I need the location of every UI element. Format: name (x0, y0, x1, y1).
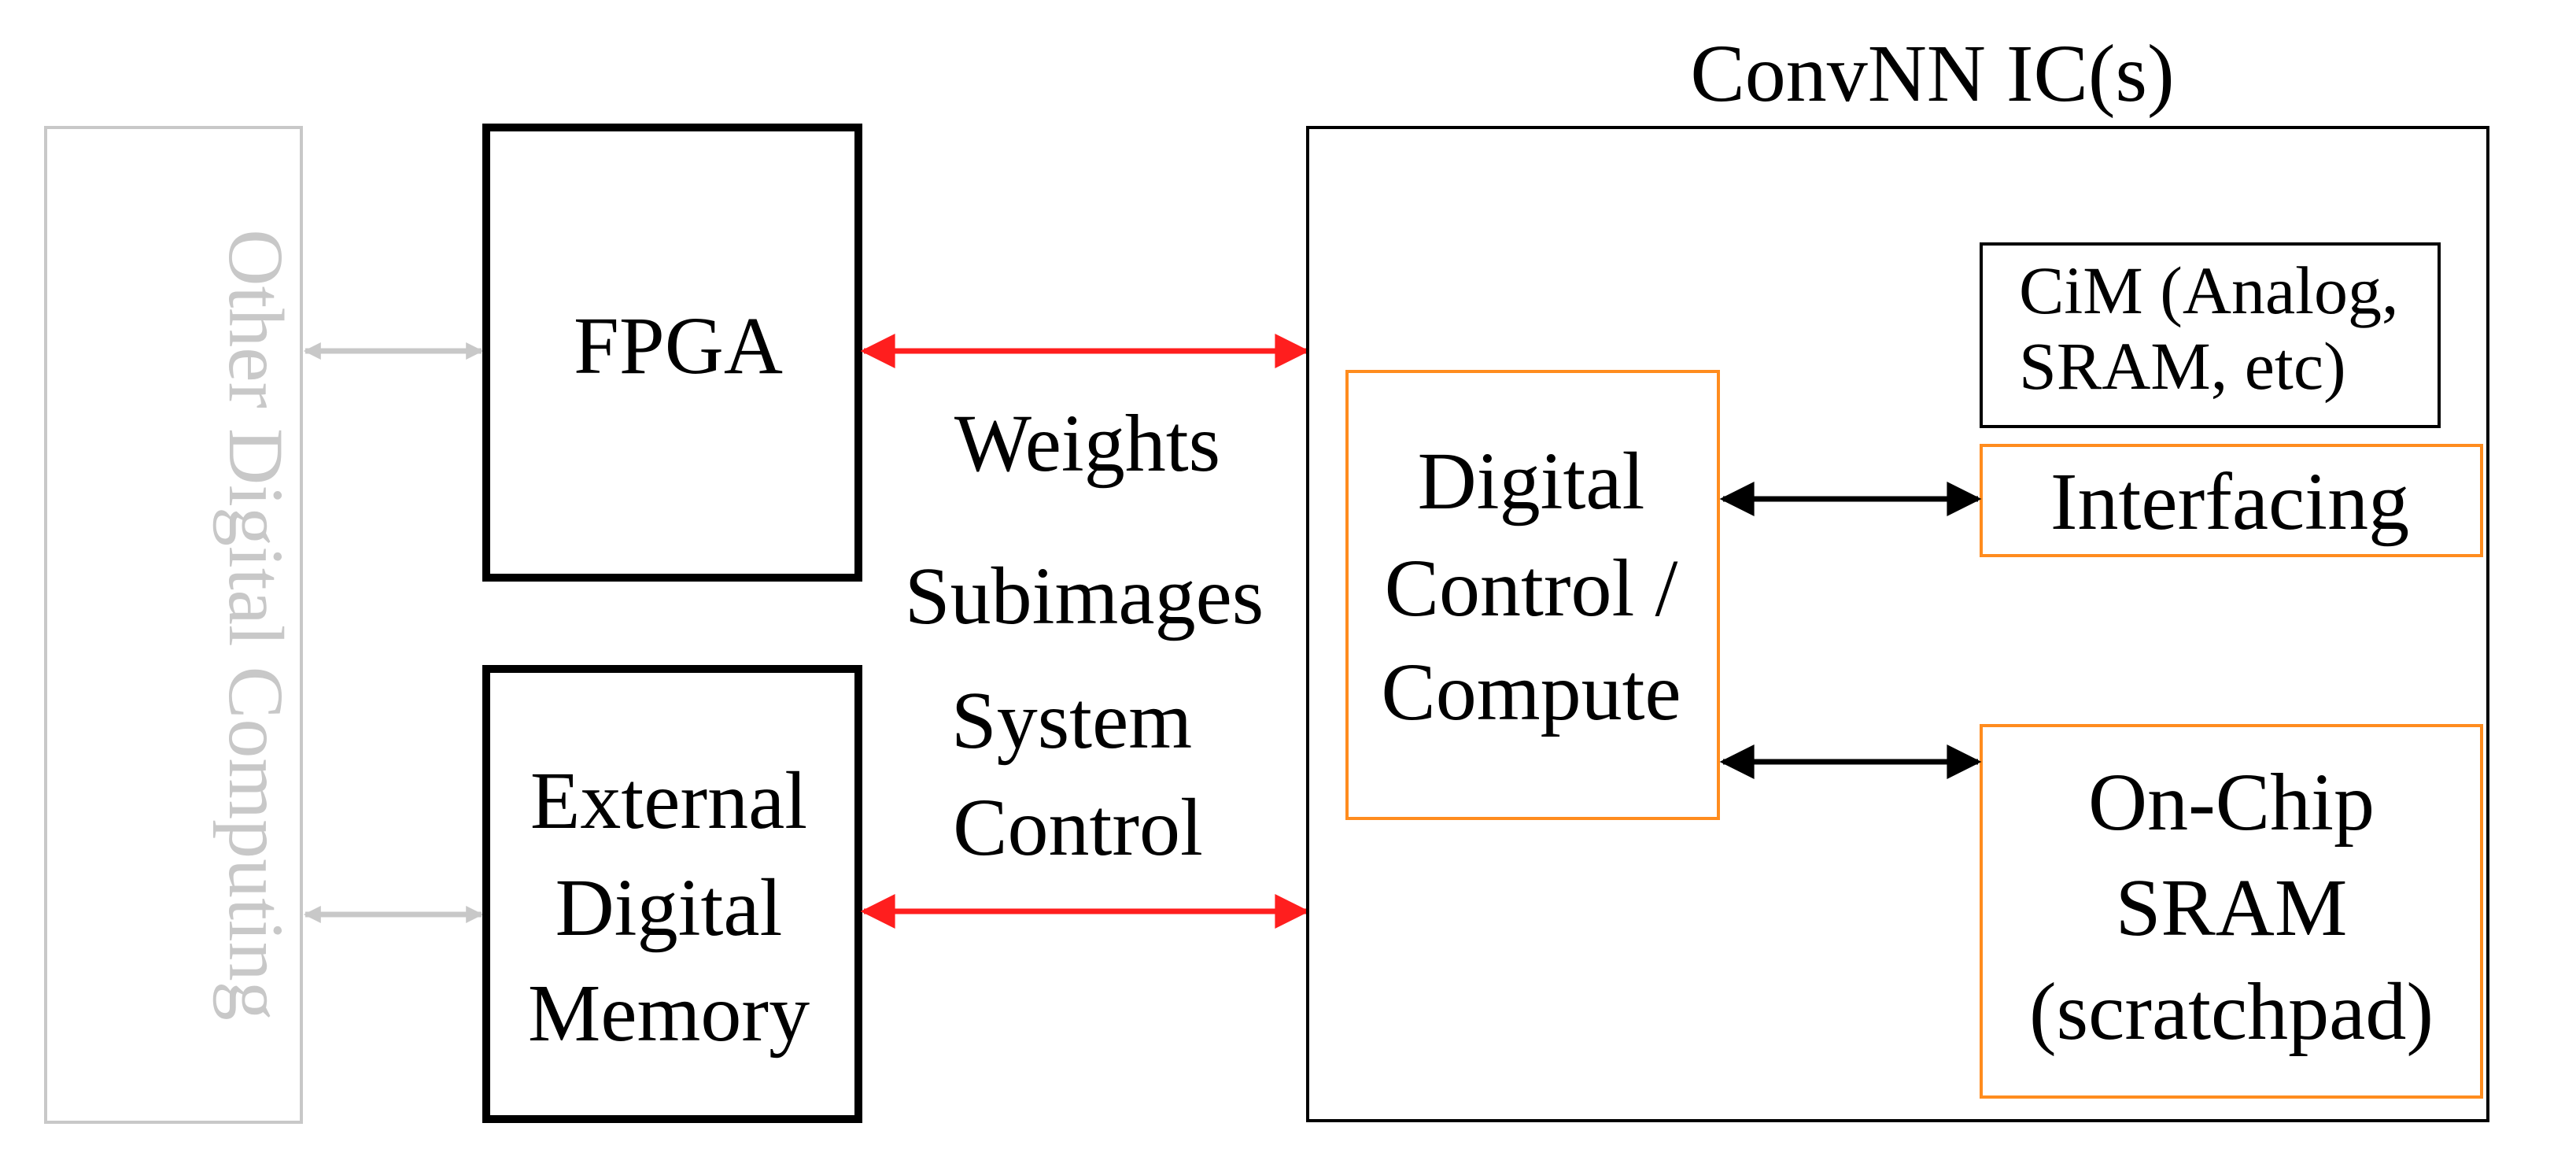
cim-label-line1: CiM (Analog, (2019, 253, 2399, 328)
weights-label: Weights (954, 398, 1220, 489)
digital-control-block: Digital Control / Compute (1345, 370, 1720, 820)
external-memory-label-line1: External (530, 756, 807, 846)
external-memory-block: External Digital Memory (482, 665, 862, 1123)
system-control-label-line1: System (951, 675, 1192, 766)
onchip-sram-block: On-Chip SRAM (scratchpad) (1980, 724, 2483, 1099)
onchip-sram-label-line1: On-Chip (2088, 757, 2375, 848)
digital-control-label-line2: Control / (1385, 543, 1678, 634)
digital-control-label-line3: Compute (1381, 647, 1681, 737)
cim-block: CiM (Analog, SRAM, etc) (1980, 242, 2441, 428)
cim-label-line2: SRAM, etc) (2019, 328, 2346, 404)
convnn-ic-block (1306, 126, 2489, 1122)
external-memory-label-line2: Digital (555, 863, 783, 953)
system-control-label-line2: Control (953, 782, 1203, 873)
interfacing-label: Interfacing (2050, 456, 2409, 547)
onchip-sram-label-line2: SRAM (2116, 863, 2348, 953)
onchip-sram-label-line3: (scratchpad) (2029, 966, 2434, 1057)
subimages-label: Subimages (905, 551, 1264, 641)
external-memory-label-line3: Memory (528, 968, 810, 1058)
fpga-block: FPGA (482, 124, 862, 582)
digital-control-label-line1: Digital (1418, 436, 1645, 526)
interfacing-block: Interfacing (1980, 444, 2483, 557)
fpga-label: FPGA (574, 301, 783, 391)
other-computing-label: Other Digital Computing (212, 229, 300, 1020)
other-computing-block: Other Digital Computing (44, 126, 303, 1124)
convnn-ic-title: ConvNN IC(s) (1690, 28, 2174, 119)
